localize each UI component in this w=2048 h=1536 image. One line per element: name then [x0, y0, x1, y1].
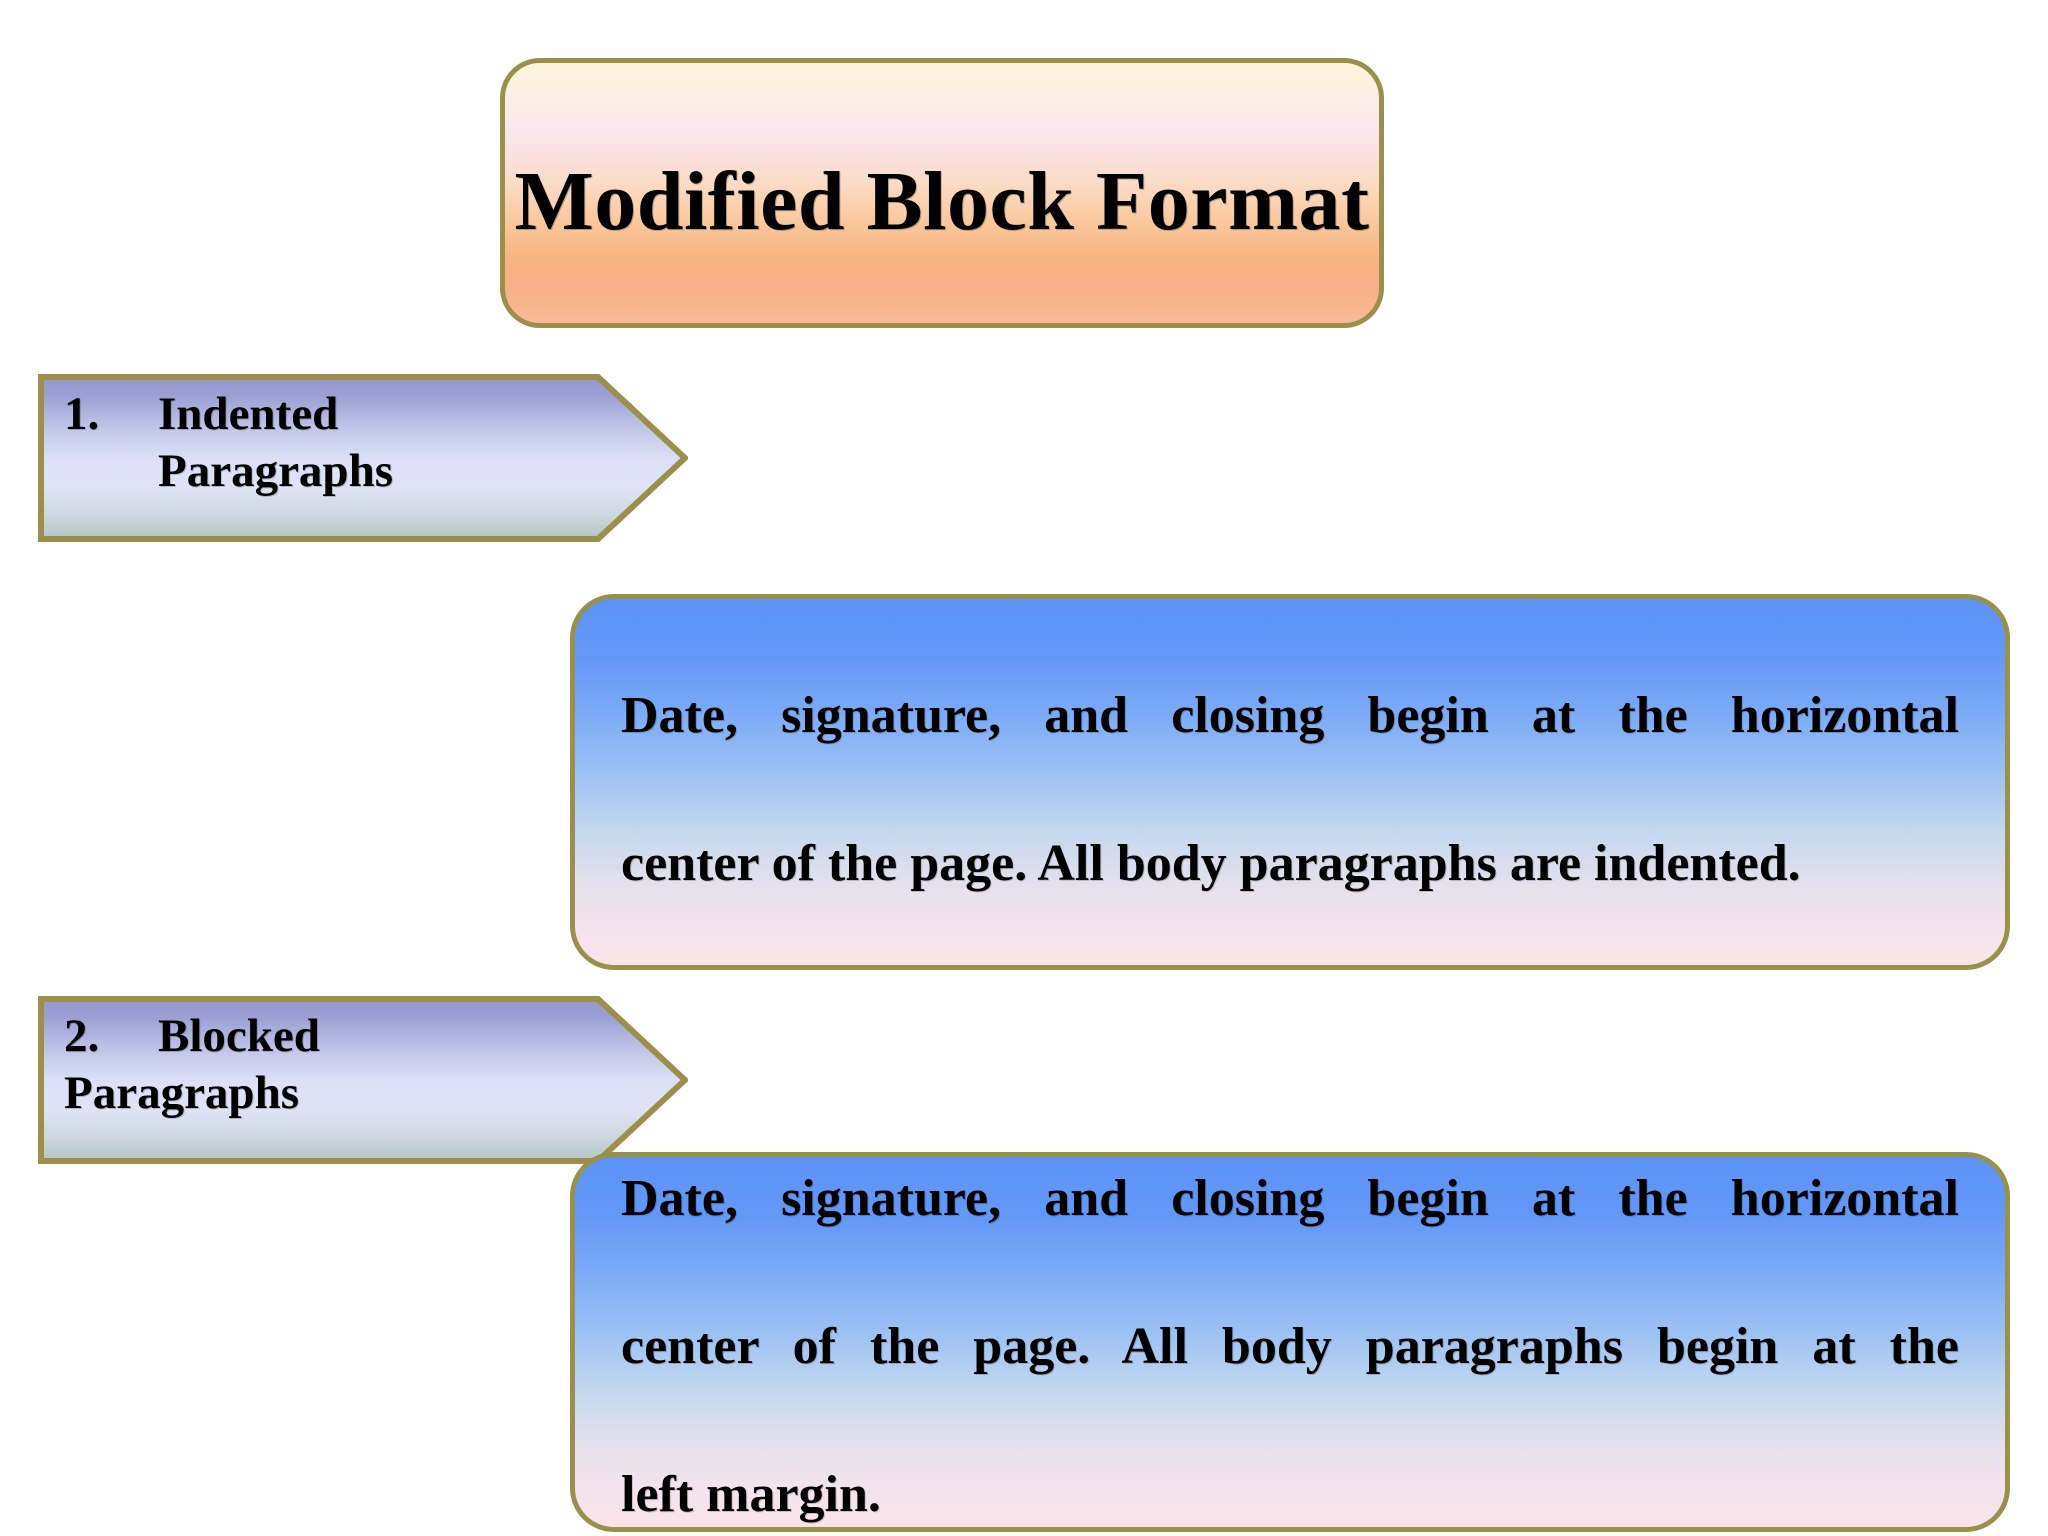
description-line: center of the page. All body paragraphs …: [621, 1318, 1959, 1376]
description-text-1: Date, signature, and closing begin at th…: [575, 679, 2005, 900]
description-line: center of the page. All body paragraphs …: [621, 834, 1801, 892]
description-line: Date, signature, and closing begin at th…: [621, 1170, 1959, 1228]
description-line: Date, signature, and closing begin at th…: [621, 687, 1959, 745]
callout-arrow-1[interactable]: 1. Indented Paragraphs: [38, 374, 688, 542]
callout-arrow-2[interactable]: 2. Blocked Paragraphs: [38, 996, 688, 1164]
description-box-2: Date, signature, and closing begin at th…: [570, 1152, 2010, 1532]
description-box-1: Date, signature, and closing begin at th…: [570, 594, 2010, 970]
callout-label-1: 1. Indented Paragraphs: [64, 388, 393, 498]
title-banner: Modified Block Format: [500, 58, 1384, 328]
callout-label-2: 2. Blocked Paragraphs: [64, 1010, 320, 1120]
description-text-2: Date, signature, and closing begin at th…: [575, 1162, 2005, 1531]
page-title: Modified Block Format: [514, 154, 1370, 248]
description-line: left margin.: [621, 1465, 881, 1523]
arrow-shape-icon: [38, 374, 688, 542]
arrow-shape-icon: [38, 996, 688, 1164]
